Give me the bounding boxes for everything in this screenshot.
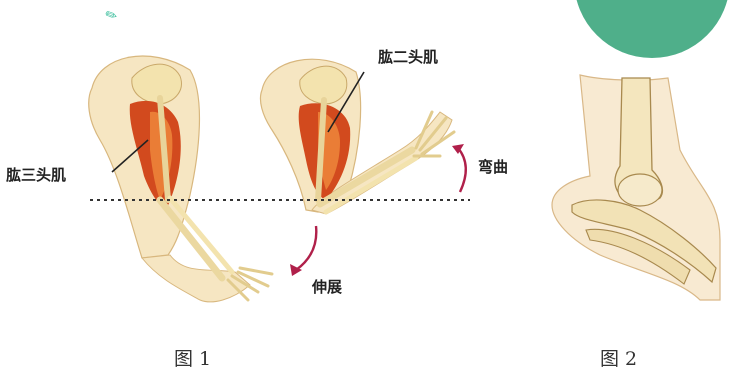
biceps-label: 肱二头肌 (378, 46, 438, 67)
flexion-arrow (452, 144, 466, 192)
figure2-caption: 图 2 (600, 344, 637, 371)
extension-arrow (290, 226, 316, 276)
extension-label: 伸展 (312, 276, 342, 297)
flexion-label: 弯曲 (478, 156, 508, 177)
extended-arm (89, 56, 272, 302)
figure1-caption: 图 1 (174, 344, 211, 371)
triceps-label: 肱三头肌 (6, 164, 66, 185)
watermark-glyph: ✎ (103, 6, 120, 25)
elbow-joint-illustration (552, 75, 720, 300)
corner-badge (574, 0, 730, 58)
